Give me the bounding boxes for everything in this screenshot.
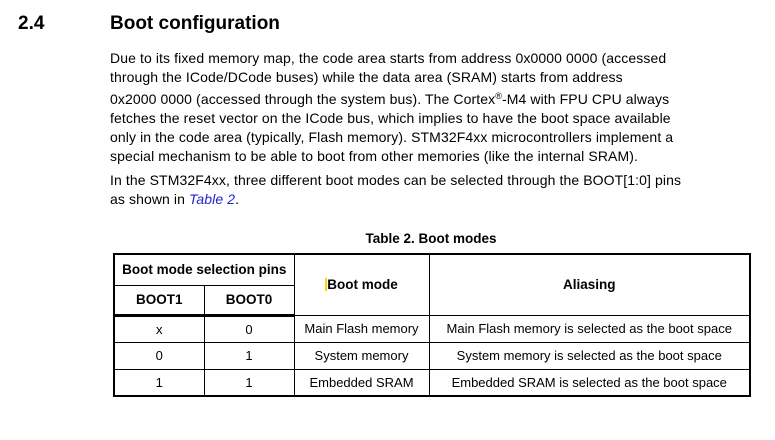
body-text-line: Due to its fixed memory map, the code ar…	[110, 50, 667, 66]
cell-aliasing: System memory is selected as the boot sp…	[428, 341, 751, 370]
body-text-line: through the ICode/DCode buses) while the…	[110, 69, 623, 85]
body-text-line: fetches the reset vector on the ICode bu…	[110, 110, 671, 126]
body-text-segment: 0x2000 0000 (accessed through the system…	[110, 91, 496, 107]
header-boot-mode-selection-pins: Boot mode selection pins	[113, 253, 295, 286]
cell-boot-mode: Embedded SRAM	[293, 368, 430, 397]
body-text-segment: as shown in	[110, 191, 190, 207]
header-boot-mode: Boot mode	[293, 253, 430, 316]
cell-aliasing: Embedded SRAM is selected as the boot sp…	[428, 368, 751, 397]
cell-boot0: 0	[203, 314, 295, 343]
table-row: 0 1 System memory System memory is selec…	[113, 341, 751, 370]
table-caption: Table 2. Boot modes	[365, 231, 497, 246]
cell-boot0: 1	[203, 368, 295, 397]
paragraph-boot-modes: In the STM32F4xx, three different boot m…	[110, 171, 760, 209]
body-text-segment: .	[235, 191, 240, 207]
body-text-line: only in the code area (typically, Flash …	[110, 129, 674, 145]
body-text-line: 0x2000 0000 (accessed through the system…	[110, 87, 760, 109]
table-row: x 0 Main Flash memory Main Flash memory …	[113, 314, 751, 343]
text-cursor-caret	[325, 278, 328, 292]
section-title: Boot configuration	[110, 13, 280, 34]
section-number: 2.4	[18, 13, 45, 34]
body-text-line: as shown in Table 2.	[110, 190, 760, 209]
header-boot1: BOOT1	[113, 284, 205, 317]
cell-boot-mode: Main Flash memory	[293, 314, 430, 343]
cell-boot1: 1	[113, 368, 205, 397]
paragraph-boot-intro: Due to its fixed memory map, the code ar…	[110, 49, 760, 166]
header-boot-mode-label: Boot mode	[327, 277, 398, 293]
registered-trademark-symbol: ®	[495, 91, 502, 101]
body-text-segment: -M4 with FPU CPU always	[501, 91, 670, 107]
body-text-line: special mechanism to be able to boot fro…	[110, 148, 638, 164]
header-aliasing: Aliasing	[428, 253, 751, 316]
cell-boot0: 1	[203, 341, 295, 370]
header-boot0: BOOT0	[203, 284, 295, 317]
table-2-link[interactable]: Table 2	[189, 191, 236, 207]
boot-modes-table: Boot mode selection pins Boot mode Alias…	[113, 253, 751, 397]
cell-boot1: x	[113, 314, 205, 343]
cell-boot-mode: System memory	[293, 341, 430, 370]
body-text-line: In the STM32F4xx, three different boot m…	[110, 172, 682, 188]
cell-aliasing: Main Flash memory is selected as the boo…	[428, 314, 751, 343]
cell-boot1: 0	[113, 341, 205, 370]
table-row: 1 1 Embedded SRAM Embedded SRAM is selec…	[113, 368, 751, 397]
